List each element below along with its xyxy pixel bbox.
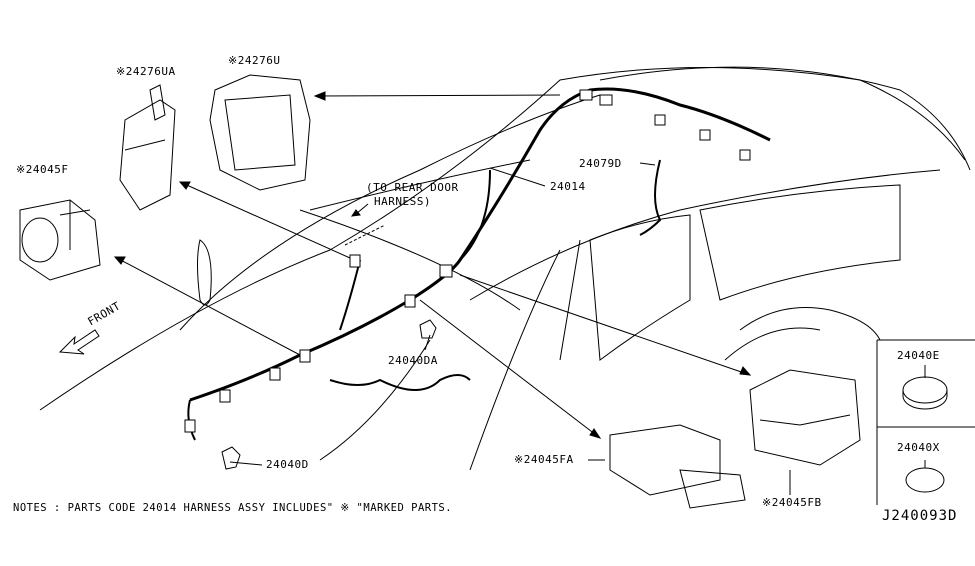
part-24045F bbox=[19, 199, 101, 281]
label-24045FA: ※24045FA bbox=[514, 453, 574, 466]
part-24045FB bbox=[749, 369, 861, 466]
label-rear-door: (TO REAR DOOR bbox=[366, 181, 459, 194]
connectors bbox=[184, 89, 751, 433]
car-body-outline bbox=[39, 66, 971, 471]
label-24276U: ※24276U bbox=[228, 54, 281, 67]
label-24040D: 24040D bbox=[266, 458, 309, 471]
part-24276U bbox=[209, 74, 311, 191]
part-24045FA bbox=[609, 424, 746, 509]
label-rear-door-2: HARNESS) bbox=[374, 195, 431, 208]
part-24040DA bbox=[419, 319, 437, 339]
front-arrow-icon bbox=[58, 329, 100, 355]
label-24276UA: ※24276UA bbox=[116, 65, 176, 78]
label-24040E: 24040E bbox=[897, 349, 940, 362]
label-24040DA: 24040DA bbox=[388, 354, 438, 367]
part-24040D bbox=[221, 446, 241, 470]
label-24079D: 24079D bbox=[579, 157, 622, 170]
leader-arrows bbox=[113, 91, 791, 495]
notes-text: NOTES : PARTS CODE 24014 HARNESS ASSY IN… bbox=[13, 502, 453, 514]
part-24276UA bbox=[119, 84, 176, 211]
inset-box bbox=[876, 339, 975, 505]
diagram-code: J240093D bbox=[882, 508, 958, 524]
label-24014: 24014 bbox=[550, 180, 586, 193]
label-24045F: ※24045F bbox=[16, 163, 69, 176]
label-24040X: 24040X bbox=[897, 441, 940, 454]
label-24045FB: ※24045FB bbox=[762, 496, 822, 509]
